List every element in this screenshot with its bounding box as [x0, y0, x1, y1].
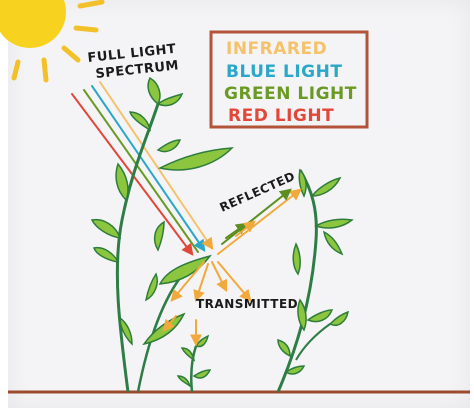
leaf [312, 178, 340, 196]
sun-icon [0, 0, 102, 80]
leaf [178, 376, 190, 386]
leaf [330, 312, 348, 325]
leaf [324, 232, 342, 254]
leaf [158, 140, 180, 152]
legend-item-green-light: GREEN LIGHT [224, 84, 357, 104]
leaf [130, 112, 150, 130]
leaf [316, 219, 352, 228]
leaf [299, 170, 306, 196]
leaf [92, 220, 120, 238]
leaf [94, 248, 118, 262]
leaf [158, 94, 182, 106]
legend-item-blue-light: BLUE LIGHT [226, 62, 342, 82]
leaf [155, 222, 164, 250]
leaf [182, 348, 194, 360]
transmitted-arrow-down-right [212, 262, 226, 290]
leaf [278, 340, 290, 356]
leaf [298, 300, 306, 330]
leaf [148, 78, 160, 104]
full-light-spectrum-label: FULL LIGHT SPECTRUM [87, 42, 180, 82]
leaf [116, 164, 128, 200]
transmitted-arrow-right [218, 262, 250, 300]
leaf [293, 244, 300, 274]
legend-item-red-light: RED LIGHT [228, 106, 334, 126]
leaf [160, 148, 232, 170]
plant-small-middle [178, 336, 210, 392]
leaf [196, 336, 208, 347]
leaf [308, 310, 332, 322]
red-light-ray [72, 94, 192, 254]
legend: INFRARED BLUE LIGHT GREEN LIGHT RED LIGH… [211, 32, 367, 127]
plant-right [278, 170, 352, 392]
leaf [146, 274, 157, 300]
transmitted-label: TRANSMITTED [196, 297, 298, 311]
legend-item-infrared: INFRARED [226, 39, 327, 59]
reflected-label: REFLECTED [218, 169, 298, 215]
leaf [194, 370, 210, 378]
